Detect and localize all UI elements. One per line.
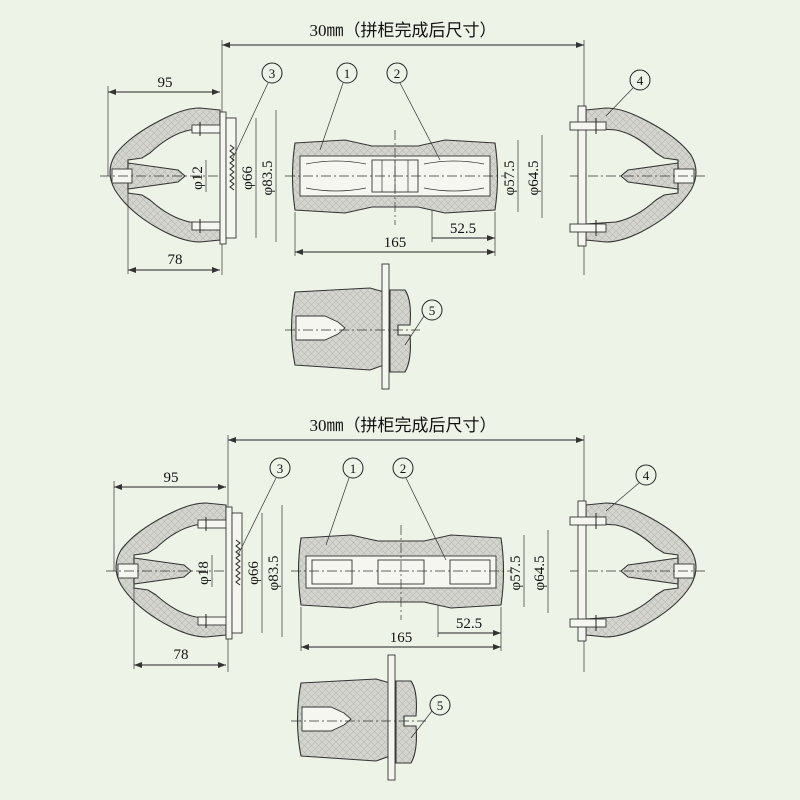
drawing-bottom: 30㎜（拼柜完成后尺寸） 95 78 φ18 φ66 [106,416,705,781]
callout-4-label: 4 [643,468,650,483]
right-insulator [569,500,705,642]
callout-1: 1 [325,457,364,546]
callout-2-label: 2 [400,461,407,476]
right-insulator [569,105,705,247]
left-insulator: 95 78 φ18 φ66 φ83.5 [106,470,283,669]
dim-d66: φ66 [240,166,256,190]
callout-2-label: 2 [394,66,401,81]
dim-d83: φ83.5 [266,556,282,591]
callout-1: 1 [319,62,358,151]
callout-2: 2 [386,62,441,161]
title-text: 30㎜（拼柜完成后尺寸） [310,416,497,435]
dim-left-width: 95 [164,470,179,486]
overall-dimension: 30㎜（拼柜完成后尺寸） [221,21,585,275]
dim-slot: φ18 [196,561,212,585]
dim-slot: φ12 [190,166,206,190]
dim-half: 52.5 [456,616,482,632]
callout-3-label: 3 [269,66,276,81]
bottom-insulator [285,263,420,390]
callout-5: 5 [410,694,451,739]
dim-length: 165 [384,235,407,251]
callout-4: 4 [605,464,657,512]
middle-insulator: 165 52.5 φ57.5 φ64.5 [285,130,543,256]
callout-4: 4 [605,69,651,117]
callout-2: 2 [392,457,447,561]
drawing-top: 30㎜（拼柜完成后尺寸） 95 78 [100,21,705,390]
left-insulator: 95 78 φ12 φ66 φ83.5 [100,75,277,274]
dim-d66: φ66 [246,561,262,585]
callout-4-label: 4 [637,73,644,88]
dim-d57: φ57.5 [502,161,518,196]
callout-5: 5 [404,299,443,346]
middle-insulator: 165 52.5 φ57.5 φ64.5 [291,525,549,651]
callout-1-label: 1 [350,461,357,476]
dim-d64: φ64.5 [526,161,542,196]
dim-left-base: 78 [174,647,189,663]
callout-1-label: 1 [344,66,351,81]
dim-left-base: 78 [168,252,183,268]
callout-3: 3 [237,457,291,556]
callout-3-label: 3 [277,461,284,476]
dim-left-width: 95 [158,75,173,91]
title-text: 30㎜（拼柜完成后尺寸） [310,21,497,40]
callout-5-label: 5 [437,698,444,713]
dim-length: 165 [390,630,413,646]
dim-half: 52.5 [450,221,476,237]
callout-3: 3 [231,62,283,161]
bottom-insulator [291,654,426,781]
dim-d57: φ57.5 [508,556,524,591]
dim-d83: φ83.5 [260,161,276,196]
dim-d64: φ64.5 [532,556,548,591]
callout-5-label: 5 [429,303,436,318]
